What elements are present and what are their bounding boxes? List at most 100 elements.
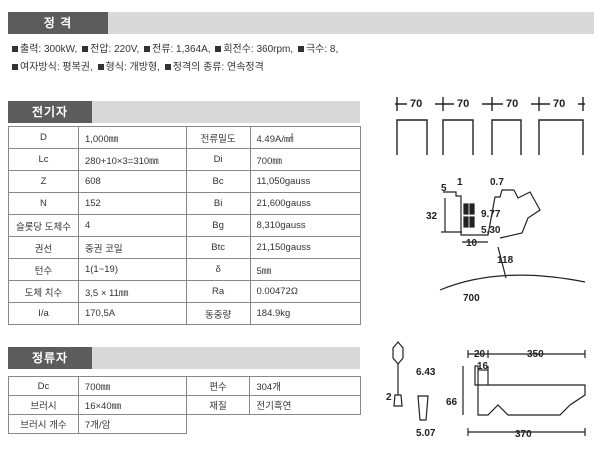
spec-item: 극수: 8, bbox=[296, 44, 338, 55]
table-cell: 턴수 bbox=[8, 258, 79, 281]
table-cell: 170,5A bbox=[77, 302, 187, 325]
table-cell: 3,5 × 11㎜ bbox=[77, 280, 187, 303]
table-cell: 184.9kg bbox=[249, 302, 361, 325]
bullet-square-icon bbox=[164, 64, 171, 71]
table-cell: 브러시 개수 bbox=[8, 414, 79, 434]
coil-pitch-labels: 70 70 70 70 bbox=[407, 97, 578, 110]
table-cell: Dc bbox=[8, 376, 79, 396]
table-cell: δ bbox=[185, 258, 251, 281]
spec-header-title: 정 격 bbox=[8, 12, 108, 34]
spec-item: 여자방식: 평복권, bbox=[10, 62, 93, 73]
table-cell: Z bbox=[8, 170, 79, 193]
spec-item: 전압: 220V, bbox=[80, 44, 139, 55]
table-cell: 700㎜ bbox=[249, 148, 361, 171]
svg-text:0.7: 0.7 bbox=[490, 177, 504, 188]
table-cell: N bbox=[8, 192, 79, 215]
pitch-label: 70 bbox=[410, 98, 422, 110]
svg-text:5: 5 bbox=[441, 183, 447, 194]
table-cell: 동중량 bbox=[185, 302, 251, 325]
spec-item: 회전수: 360rpm, bbox=[213, 44, 293, 55]
table-cell: Bg bbox=[185, 214, 251, 237]
pitch-label: 70 bbox=[553, 98, 565, 110]
spec-item: 전류: 1,364A, bbox=[142, 44, 211, 55]
table-cell: 재질 bbox=[185, 395, 251, 415]
table-cell: Bc bbox=[185, 170, 251, 193]
svg-text:700: 700 bbox=[463, 293, 480, 304]
coil-pitch-drawing bbox=[395, 97, 585, 155]
bullet-square-icon bbox=[144, 46, 151, 53]
table-cell bbox=[186, 415, 250, 434]
svg-text:350: 350 bbox=[527, 349, 544, 360]
table-cell: 4 bbox=[77, 214, 187, 237]
bullet-square-icon bbox=[12, 64, 18, 71]
table-cell: 16×40㎜ bbox=[77, 395, 187, 415]
spec-header-bar: 정 격 bbox=[8, 12, 594, 34]
svg-text:66: 66 bbox=[446, 397, 458, 408]
bullet-square-icon bbox=[82, 46, 89, 53]
table-cell: 중권 코일 bbox=[77, 236, 187, 259]
segment-labels: 20 350 16 66 370 bbox=[446, 349, 544, 440]
pitch-label: 70 bbox=[506, 98, 518, 110]
svg-text:370: 370 bbox=[515, 429, 532, 440]
svg-text:16: 16 bbox=[477, 361, 489, 372]
table-cell: Bi bbox=[185, 192, 251, 215]
table-cell: 전류밀도 bbox=[185, 126, 251, 149]
table-cell: 도체 치수 bbox=[8, 280, 79, 303]
table-cell: 7개/암 bbox=[77, 414, 187, 434]
table-cell: 브러시 bbox=[8, 395, 79, 415]
table-cell: 152 bbox=[77, 192, 187, 215]
commutator-header-bar: 정류자 bbox=[8, 347, 360, 369]
table-cell: 1(1~19) bbox=[77, 258, 187, 281]
table-cell: 21,150gauss bbox=[249, 236, 361, 259]
table-cell: 슬롯당 도체수 bbox=[8, 214, 79, 237]
brush-bar-drawing bbox=[392, 341, 429, 421]
table-cell: 4.49A/㎟ bbox=[249, 126, 361, 149]
table-cell: 편수 bbox=[185, 376, 251, 396]
svg-text:1: 1 bbox=[457, 177, 463, 188]
svg-text:5.30: 5.30 bbox=[481, 225, 501, 236]
spec-item: 출력: 300kW, bbox=[10, 44, 77, 55]
table-cell: 1,000㎜ bbox=[77, 126, 187, 149]
bullet-square-icon bbox=[215, 46, 222, 53]
table-cell: Btc bbox=[185, 236, 251, 259]
svg-text:6.43: 6.43 bbox=[416, 367, 436, 378]
table-cell: 권선 bbox=[8, 236, 79, 259]
table-cell: 21,600gauss bbox=[249, 192, 361, 215]
svg-text:5.07: 5.07 bbox=[416, 428, 436, 439]
table-cell: D bbox=[8, 126, 79, 149]
table-cell: 8,310gauss bbox=[249, 214, 361, 237]
slot-labels: 5 1 0.7 32 9.77 5.30 10 118 700 bbox=[426, 177, 514, 304]
svg-text:32: 32 bbox=[426, 211, 438, 222]
table-cell: 608 bbox=[77, 170, 187, 193]
table-cell: Lc bbox=[8, 148, 79, 171]
svg-text:20: 20 bbox=[474, 349, 486, 360]
table-cell: 5㎜ bbox=[249, 258, 361, 281]
table-cell: 전기흑연 bbox=[249, 395, 361, 415]
bullet-square-icon bbox=[297, 46, 304, 53]
spec-line-1: 출력: 300kW, 전압: 220V, 전류: 1,364A, 회전수: 36… bbox=[10, 43, 338, 57]
spec-line-2: 여자방식: 평복권, 형식: 개방형, 정격의 종류: 연속정격 bbox=[10, 61, 264, 75]
table-cell: I/a bbox=[8, 302, 79, 325]
brush-bar-labels: 2 6.43 5.07 bbox=[386, 367, 436, 439]
spec-item: 정격의 종류: 연속정격 bbox=[163, 62, 264, 73]
table-cell: 700㎜ bbox=[77, 376, 187, 396]
svg-text:2: 2 bbox=[386, 392, 392, 403]
table-cell bbox=[250, 415, 361, 434]
slot-drawing bbox=[439, 189, 586, 291]
commutator-header-title: 정류자 bbox=[8, 347, 92, 369]
bullet-square-icon bbox=[12, 46, 18, 53]
table-cell: 280+10×3=310㎜ bbox=[77, 148, 187, 171]
armature-header-title: 전기자 bbox=[8, 101, 92, 123]
